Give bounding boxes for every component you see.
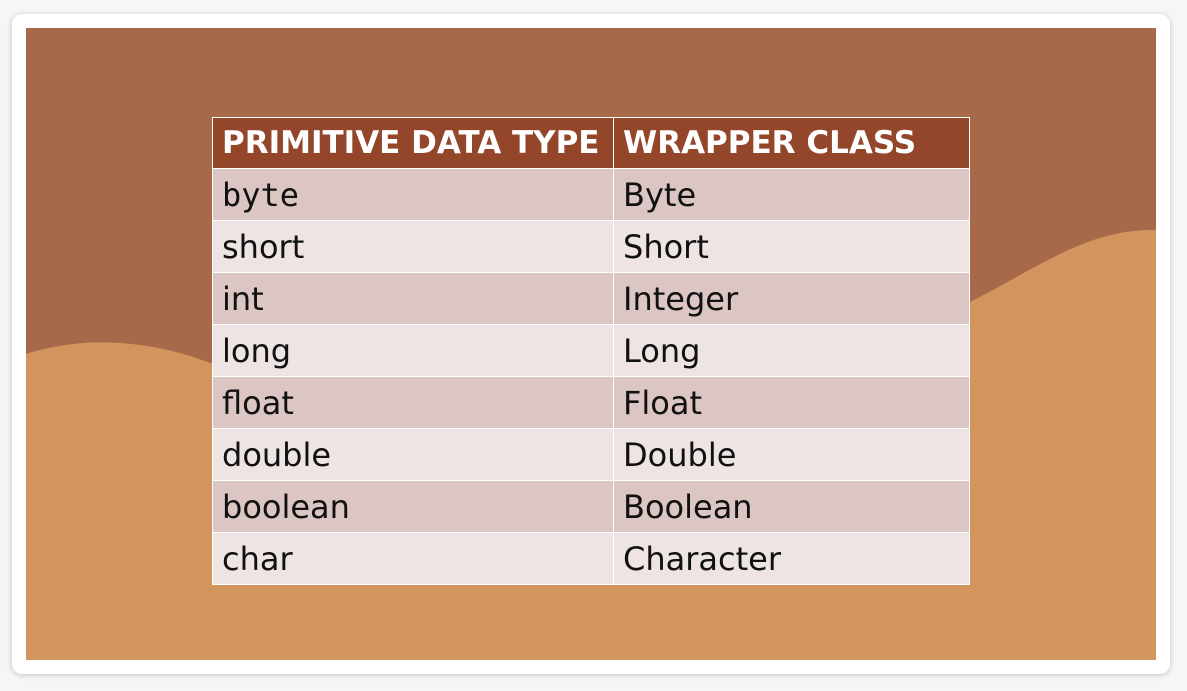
primitive-cell: byte: [212, 168, 614, 221]
wrapper-cell: Byte: [613, 168, 970, 221]
slide: PRIMITIVE DATA TYPE WRAPPER CLASS byte B…: [26, 28, 1156, 660]
wrapper-cell: Long: [613, 324, 970, 377]
primitive-cell: double: [212, 428, 614, 481]
primitive-cell: boolean: [212, 480, 614, 533]
slide-frame: PRIMITIVE DATA TYPE WRAPPER CLASS byte B…: [12, 14, 1170, 674]
primitive-cell: float: [212, 376, 614, 429]
table-row: long Long: [212, 324, 970, 377]
table-row: float Float: [212, 376, 970, 429]
wrapper-cell: Character: [613, 532, 970, 585]
header-wrapper: WRAPPER CLASS: [613, 117, 970, 169]
table-row: int Integer: [212, 272, 970, 325]
table-row: double Double: [212, 428, 970, 481]
wrapper-cell: Short: [613, 220, 970, 273]
table-header-row: PRIMITIVE DATA TYPE WRAPPER CLASS: [212, 117, 970, 169]
wrapper-cell: Float: [613, 376, 970, 429]
data-type-table: PRIMITIVE DATA TYPE WRAPPER CLASS byte B…: [212, 117, 970, 585]
primitive-cell: int: [212, 272, 614, 325]
header-primitive: PRIMITIVE DATA TYPE: [212, 117, 614, 169]
wrapper-cell: Double: [613, 428, 970, 481]
table-row: char Character: [212, 532, 970, 585]
primitive-cell: char: [212, 532, 614, 585]
primitive-cell: short: [212, 220, 614, 273]
wrapper-cell: Integer: [613, 272, 970, 325]
wrapper-cell: Boolean: [613, 480, 970, 533]
table-row: short Short: [212, 220, 970, 273]
table-row: byte Byte: [212, 168, 970, 221]
table-row: boolean Boolean: [212, 480, 970, 533]
primitive-cell: long: [212, 324, 614, 377]
